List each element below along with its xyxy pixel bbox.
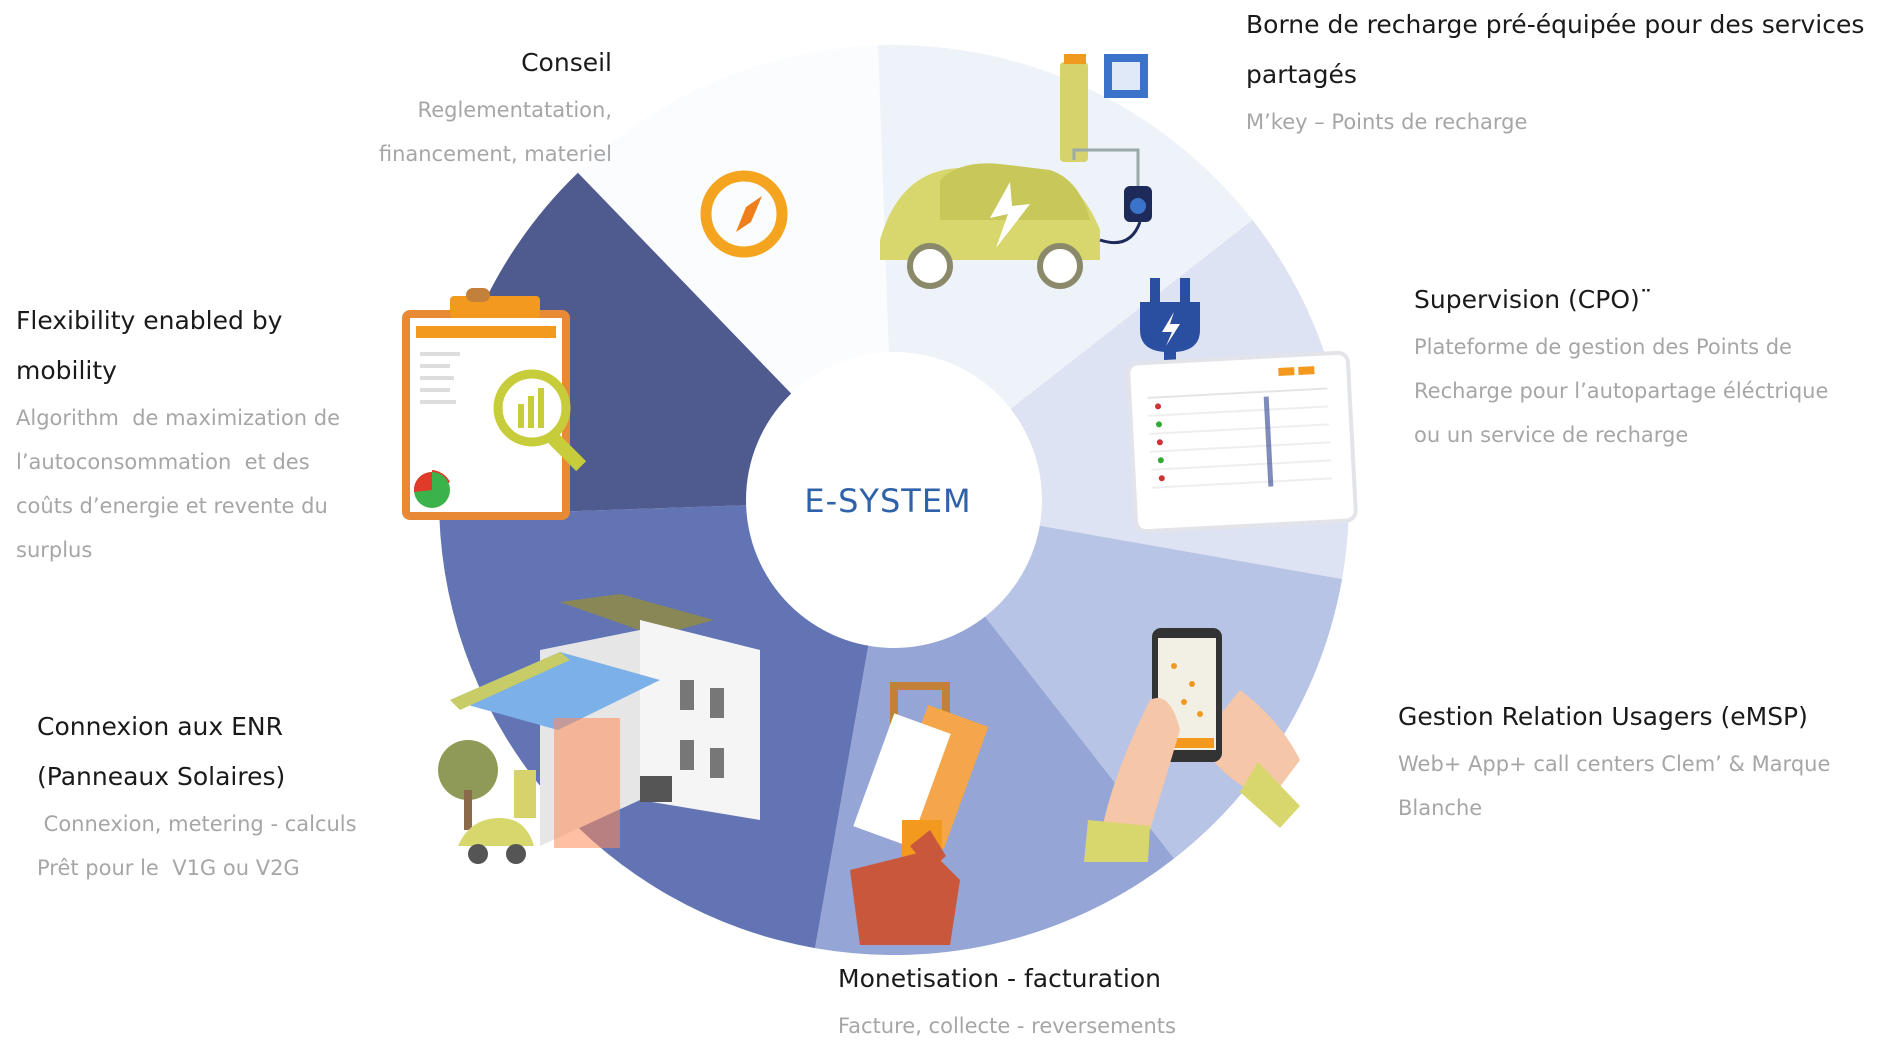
segment-flexibility: Flexibility enabled by mobility Algorith… [16, 296, 396, 572]
segment-title-line: mobility [16, 356, 117, 385]
plug-icon [1140, 278, 1200, 372]
ev-charging-car-icon [880, 54, 1152, 289]
segment-detail-line: Reglementatation, [417, 98, 612, 122]
clipboard-analytics-icon [402, 288, 587, 520]
segment-title-line: Borne de recharge pré-équipée pour des s… [1246, 10, 1865, 39]
segment-detail-line: Facture, collecte - reversements [838, 1014, 1176, 1038]
segment-title-line: Flexibility enabled by [16, 306, 283, 335]
segment-title-line: partagés [1246, 60, 1357, 89]
compass-icon [700, 170, 788, 258]
segment-detail-line: coûts d’energie et revente du [16, 494, 328, 518]
segment-title: Supervision (CPO)¨ [1414, 285, 1653, 314]
segment-detail-line: financement, materiel [378, 142, 612, 166]
smartphone-hand-icon [1084, 628, 1300, 862]
dashboard-tablet-icon [1126, 350, 1358, 534]
segment-conseil: Conseil Reglementatation, financement, m… [300, 38, 612, 176]
segment-detail-line: ou un service de recharge [1414, 423, 1689, 447]
segment-detail-line: surplus [16, 538, 93, 562]
segment-detail-line: Web+ App+ call centers Clem’ & Marque [1398, 752, 1831, 776]
center-label: E-SYSTEM [804, 482, 971, 520]
segment-detail-line: Blanche [1398, 796, 1483, 820]
wheel-illustrations [402, 54, 1358, 945]
segment-title: Monetisation - facturation [838, 964, 1161, 993]
segment-supervision: Supervision (CPO)¨ Plateforme de gestion… [1414, 275, 1876, 457]
segment-connexion: Connexion aux ENR (Panneaux Solaires) Co… [37, 702, 437, 890]
segment-detail-line: Connexion, metering - calculs [37, 812, 357, 836]
segment-monetisation: Monetisation - facturation Facture, coll… [838, 954, 1438, 1048]
segment-detail-line: Algorithm de maximization de [16, 406, 341, 430]
segment-borne: Borne de recharge pré-équipée pour des s… [1246, 0, 1876, 144]
payment-hand-icon [850, 682, 989, 945]
segment-title-line: Connexion aux ENR [37, 712, 283, 741]
segment-detail-line: l’autoconsommation et des [16, 450, 310, 474]
segment-detail-line: Recharge pour l’autopartage éléctrique [1414, 379, 1829, 403]
segment-gestion: Gestion Relation Usagers (eMSP) Web+ App… [1398, 692, 1876, 830]
segment-title-line: (Panneaux Solaires) [37, 762, 286, 791]
segment-detail-line: Plateforme de gestion des Points de [1414, 335, 1792, 359]
segment-detail-line: Prêt pour le V1G ou V2G [37, 856, 300, 880]
segment-title: Conseil [521, 48, 612, 77]
center-hub [746, 352, 1042, 648]
segment-detail-line: M’key – Points de recharge [1246, 110, 1528, 134]
segment-title: Gestion Relation Usagers (eMSP) [1398, 702, 1808, 731]
solar-building-icon [438, 594, 760, 864]
